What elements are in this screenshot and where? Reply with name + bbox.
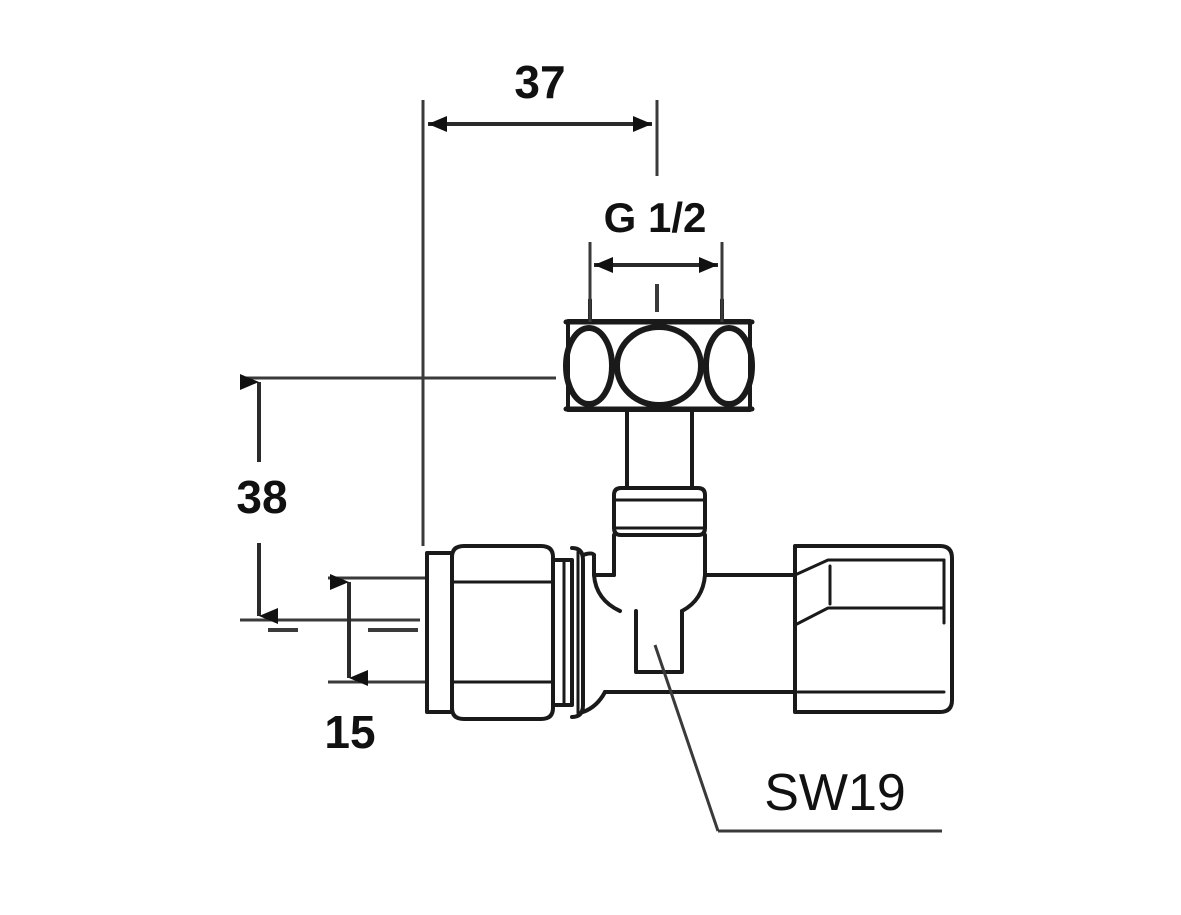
right-nut-chamfer-lower	[793, 606, 946, 627]
right-nut-chamfer-upper	[793, 558, 946, 577]
left-washer-ring	[570, 546, 585, 719]
valve-head-outline	[566, 319, 752, 412]
spindle-stub	[634, 609, 684, 674]
left-hex-nut	[450, 544, 555, 721]
body-fillet-right	[680, 573, 707, 613]
right-nut-outline	[793, 544, 954, 714]
dimension-lines-layer	[240, 100, 942, 833]
valve-main-body	[592, 553, 797, 694]
body-fillet-left	[592, 573, 622, 613]
left-union-fitting	[425, 544, 607, 721]
head-lobe-right	[703, 325, 755, 407]
packing-nut	[612, 486, 707, 537]
annotation-label-sw19: SW19	[764, 764, 906, 822]
dimension-label-g12: G 1/2	[604, 194, 707, 241]
left-body-transition-bottom	[581, 690, 607, 714]
head-lobe-left	[563, 325, 615, 407]
valve-body-geometry	[425, 298, 954, 721]
valve-neck	[612, 533, 707, 577]
head-lobe-center	[614, 324, 704, 408]
dimension-label-38: 38	[236, 471, 287, 523]
dimension-label-37: 37	[514, 56, 565, 108]
left-end-flange	[425, 551, 454, 714]
valve-head-assembly	[563, 298, 755, 412]
packing-nut-outline	[612, 486, 707, 537]
valve-stem	[625, 408, 694, 490]
leader-line-sw19	[653, 644, 720, 832]
right-union-nut	[793, 544, 954, 714]
left-body-transition-top	[581, 551, 596, 557]
dimension-label-15: 15	[324, 706, 375, 758]
